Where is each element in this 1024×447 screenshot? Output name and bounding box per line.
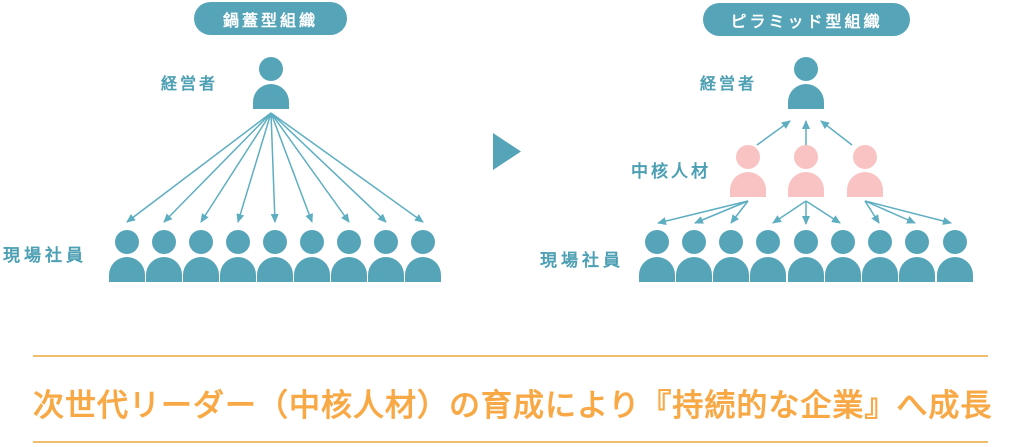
right-manager-label: 経営者 <box>700 76 758 93</box>
left-diagram-title-badge: 鍋蓋型組織 <box>194 2 347 35</box>
right-employee-row <box>639 230 973 282</box>
transition-right-triangle-icon <box>493 133 521 170</box>
person-icon <box>253 57 289 109</box>
person-icon <box>146 230 182 282</box>
left-fan-arrows <box>126 112 424 223</box>
person-icon <box>220 230 256 282</box>
person-icon <box>847 145 883 197</box>
person-icon <box>862 230 898 282</box>
right-diagram-title-badge: ピラミッド型組織 <box>703 3 910 36</box>
left-employee-row <box>109 230 441 282</box>
person-icon <box>405 230 441 282</box>
person-icon <box>788 145 824 197</box>
right-core-personnel-label: 中核人材 <box>631 162 711 181</box>
left-manager-label: 経営者 <box>161 76 219 93</box>
person-icon <box>825 230 861 282</box>
person-icon <box>788 57 824 109</box>
person-icon <box>109 230 145 282</box>
right-up-arrows <box>756 120 853 146</box>
person-icon <box>331 230 367 282</box>
caption-text: 次世代リーダー（中核人材）の育成により『持続的な企業』へ成長 <box>33 388 993 423</box>
person-icon <box>676 230 712 282</box>
right-employees-label: 現場社員 <box>540 251 624 270</box>
left-employees-label: 現場社員 <box>3 246 87 265</box>
person-icon <box>899 230 935 282</box>
person-icon <box>368 230 404 282</box>
right-fan-arrows <box>657 200 952 225</box>
person-icon <box>730 145 766 197</box>
person-icon <box>183 230 219 282</box>
caption-bottom-rule <box>33 441 988 443</box>
right-core-row <box>730 145 883 197</box>
person-icon <box>713 230 749 282</box>
person-icon <box>937 230 973 282</box>
caption-top-rule <box>33 355 988 357</box>
person-icon <box>257 230 293 282</box>
person-icon <box>788 230 824 282</box>
person-icon <box>750 230 786 282</box>
person-icon <box>294 230 330 282</box>
person-icon <box>639 230 675 282</box>
